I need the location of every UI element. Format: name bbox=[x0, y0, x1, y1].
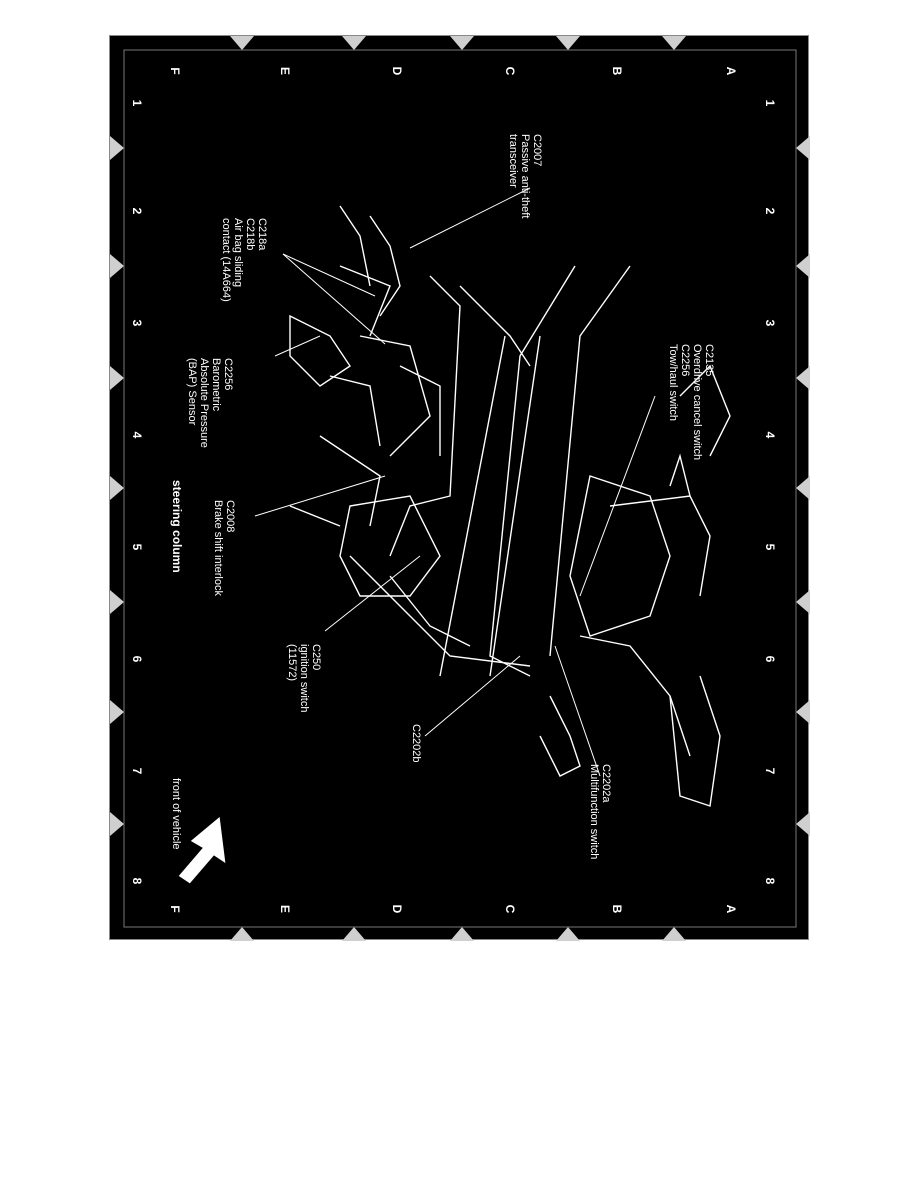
border-markers bbox=[110, 36, 810, 941]
label-c250: C250 ignition switch (11572) bbox=[286, 644, 322, 713]
grid-number-top-5: 5 bbox=[763, 543, 777, 551]
label-c2202a: C2202a Multifunction switch bbox=[588, 764, 612, 860]
grid-number-bottom-2: 2 bbox=[130, 207, 144, 215]
grid-number-bottom-1: 1 bbox=[130, 99, 144, 107]
grid-letter-left-c: C bbox=[503, 66, 517, 76]
grid-letter-left-a: A bbox=[724, 66, 738, 76]
grid-letter-left-e: E bbox=[278, 66, 292, 75]
grid-number-top-4: 4 bbox=[763, 431, 777, 439]
grid-number-bottom-7: 7 bbox=[130, 767, 144, 775]
grid-number-bottom-6: 6 bbox=[130, 655, 144, 663]
column-illustration bbox=[289, 205, 731, 807]
label-c2256-bap-sensor: C2256 Barometric Absolute Pressure (BAP)… bbox=[186, 358, 234, 448]
grid-number-bottom-5: 5 bbox=[130, 543, 144, 551]
grid-letter-right-c: C bbox=[503, 904, 517, 914]
diagram-title: steering column bbox=[170, 480, 184, 573]
grid-number-top-2: 2 bbox=[763, 207, 777, 215]
grid-number-bottom-4: 4 bbox=[130, 431, 144, 439]
grid-letter-right-b: B bbox=[610, 904, 624, 914]
grid-letter-left-d: D bbox=[390, 66, 404, 76]
grid-number-top-1: 1 bbox=[763, 99, 777, 107]
grid-letter-right-e: E bbox=[278, 904, 292, 913]
grid-number-top-6: 6 bbox=[763, 655, 777, 663]
grid-number-top-3: 3 bbox=[763, 319, 777, 327]
leader-lines bbox=[254, 187, 656, 777]
grid-letter-left-b: B bbox=[610, 66, 624, 76]
steering-column-diagram: 1 2 3 4 5 6 7 8 1 2 3 4 5 6 7 8 A B C D … bbox=[109, 35, 810, 941]
grid-number-top-8: 8 bbox=[763, 877, 777, 885]
diagram-graphics bbox=[110, 36, 810, 941]
label-c2135: C2135 Overdrive cancel switch C2256 Tow/… bbox=[667, 344, 715, 461]
grid-number-bottom-8: 8 bbox=[130, 877, 144, 885]
grid-number-top-7: 7 bbox=[763, 767, 777, 775]
grid-letter-right-d: D bbox=[390, 904, 404, 914]
front-arrow-icon bbox=[177, 815, 227, 885]
grid-letter-left-f: F bbox=[168, 67, 182, 75]
label-c2008: C2008 Brake shift interlock bbox=[212, 500, 236, 596]
grid-letter-right-f: F bbox=[168, 905, 182, 913]
label-c2007: C2007 Passive anti-theft transceiver bbox=[507, 134, 543, 219]
grid-letter-right-a: A bbox=[724, 904, 738, 914]
grid-number-bottom-3: 3 bbox=[130, 319, 144, 327]
label-c218: C218a C218b Air bag sliding contact (14A… bbox=[220, 218, 268, 302]
label-c2202b: C2202b bbox=[410, 724, 422, 763]
label-front-of-vehicle: front of vehicle bbox=[170, 778, 182, 850]
